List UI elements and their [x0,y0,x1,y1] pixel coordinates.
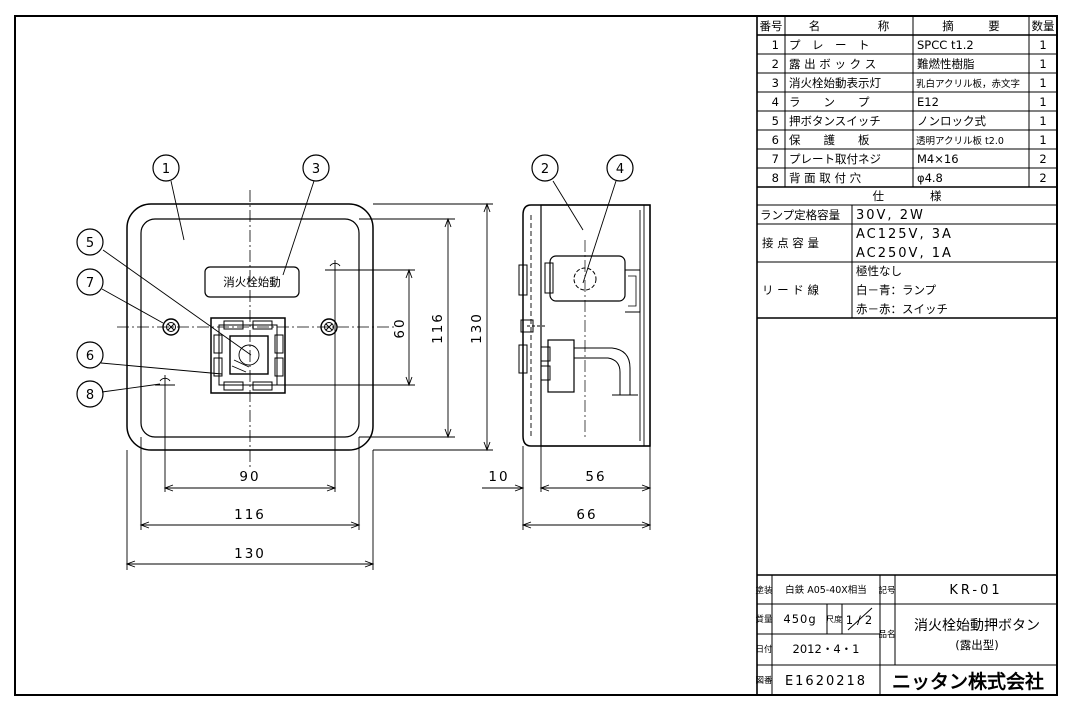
dim-130-v: 130 [469,312,485,344]
balloon-2: 2 [541,162,549,177]
header-qty: 数量 [1032,19,1055,33]
table-row-qty: 1 [1039,57,1046,71]
dim-90: 90 [239,469,260,485]
balloon-6: 6 [86,349,94,364]
product-name: 消火栓始動押ボタン [914,618,1040,634]
parts-rows: 1 プ レ ー ト SPCC t1.2 1 2 露 出 ボ ッ ク ス 難燃性樹… [772,38,1047,185]
code-value: KR-01 [949,583,1002,598]
parts-table [757,16,1057,188]
balloon-4: 4 [616,162,624,177]
dim-56: 56 [585,469,606,485]
spec-table [757,204,1057,319]
label-window-text: 消火栓始動 [223,275,281,289]
table-row-spec: φ4.8 [917,171,943,185]
table-row-spec: SPCC t1.2 [917,38,974,52]
table-row-no: 4 [772,95,779,109]
table-row-no: 6 [772,133,779,147]
spec-lamp-value: 30V, 2W [856,208,925,223]
table-row-spec: 乳白アクリル板，赤文字 [916,78,1020,90]
table-row-spec: ノンロック式 [917,114,986,128]
spec-lead-value-1: 極性なし [856,264,902,278]
mass-value: 450g [783,612,816,626]
table-row-name: ラ ン プ [789,95,870,109]
spec-lamp-label: ランプ定格容量 [760,208,840,222]
spec-contact-value-2: AC250V, 1A [856,246,953,261]
dim-10: 10 [488,469,509,485]
spec-lead-value-3: 赤－赤：スイッチ [856,302,948,316]
balloon-5: 5 [86,236,94,251]
spec-lead-label: リ ー ド 線 [762,283,819,297]
table-row-spec: 透明アクリル板 t2.0 [916,135,1004,147]
table-row-no: 2 [772,57,779,71]
mount-hole-top [325,260,345,280]
date-label: 日付 [755,644,773,655]
company-logo: ニッタン株式会社 [892,670,1044,693]
switch-body [547,339,575,393]
product-sub: (露出型) [955,638,998,652]
screw-left [162,318,180,336]
table-row-qty: 2 [1039,152,1046,166]
table-row-no: 3 [772,76,779,90]
screw-right [320,318,338,336]
code-label: 記号 [878,585,895,596]
table-row-name: プレート取付ネジ [789,152,881,166]
table-row-spec: 難燃性樹脂 [917,57,975,71]
table-row-qty: 1 [1039,133,1046,147]
table-row-name: 保 護 板 [789,133,870,147]
title-block [757,574,1057,695]
button-frame [210,317,286,394]
label-window [204,266,300,298]
spec-title: 仕 様 [873,189,942,203]
table-row-qty: 1 [1039,38,1046,52]
dim-66: 66 [576,507,597,523]
spec-contact-value-1: AC125V, 3A [856,227,953,242]
paint-label: 塗装 [755,585,773,596]
table-row-name: 消火栓始動表示灯 [789,76,881,90]
balloon-8: 8 [86,388,94,403]
spec-lead-value-2: 白－青：ランプ [856,283,937,297]
lamp-socket [549,255,626,302]
dim-60: 60 [392,317,408,338]
spec-contact-label: 接 点 容 量 [762,236,819,250]
table-row-no: 5 [772,114,779,128]
balloon-1: 1 [162,162,170,177]
table-row-no: 8 [772,171,779,185]
table-row-qty: 1 [1039,114,1046,128]
drawing-no-label: 図番 [755,675,773,686]
front-view [76,154,493,570]
name-label: 品名 [878,629,895,640]
drawing-no: E1620218 [785,674,867,689]
balloon-7: 7 [86,276,94,291]
scale-value: 1/2 [846,613,877,627]
balloon-3: 3 [312,162,320,177]
table-row-name: プ レ ー ト [789,38,870,52]
sheet-border [14,15,1058,696]
header-name: 名 称 [809,19,890,33]
header-spec: 摘 要 [942,19,1000,33]
dim-130-h: 130 [234,546,266,562]
dim-116-v: 116 [430,312,446,344]
mass-label: 質量 [755,614,773,625]
table-row-name: 押ボタンスイッチ [789,114,881,128]
table-row-qty: 2 [1039,171,1046,185]
header-no: 番号 [760,19,783,33]
table-row-no: 1 [772,38,779,52]
scale-label: 尺度 [826,614,842,624]
date-value: 2012・4・1 [793,642,860,656]
dim-116-h: 116 [234,507,266,523]
table-row-spec: M4×16 [917,152,959,166]
table-row-name: 背 面 取 付 穴 [789,171,862,185]
mount-hole-bottom [155,375,175,395]
table-row-spec: E12 [917,95,939,109]
table-row-qty: 1 [1039,76,1046,90]
box-outline [522,204,651,447]
table-row-qty: 1 [1039,95,1046,109]
protective-plate [229,335,269,375]
side-view [482,154,652,530]
table-row-name: 露 出 ボ ッ ク ス [789,57,876,71]
table-row-no: 7 [772,152,779,166]
paint-value: 白鉄 A05-40X相当 [785,584,867,596]
